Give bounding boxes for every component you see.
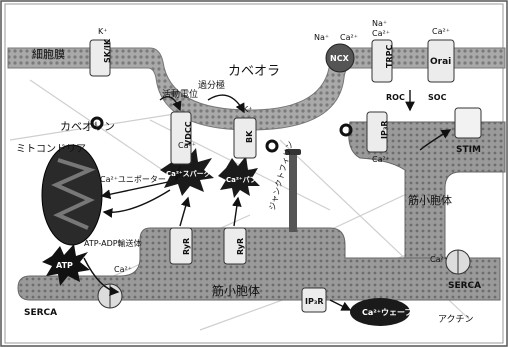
label-ryr-right: RyR xyxy=(236,238,245,255)
ion-ca-serca-left: Ca²⁺ xyxy=(114,265,132,274)
label-caveolin: カベオリン xyxy=(60,120,115,133)
label-ryr-left: RyR xyxy=(182,238,191,255)
label-ca-sparks: Ca²⁺スパーク xyxy=(166,169,211,178)
label-serca-left: SERCA xyxy=(24,308,57,318)
label-ca-puff: Ca²⁺パフ xyxy=(226,175,257,184)
label-bk: BK xyxy=(245,130,254,143)
label-ip3r-main: IP₃R xyxy=(305,297,324,306)
label-sr-right: 筋小胞体 xyxy=(408,193,452,207)
label-cell-membrane: 細胞膜 xyxy=(32,48,65,61)
label-mitochondria: ミトコンドリア xyxy=(16,144,86,155)
label-sr-main: 筋小胞体 xyxy=(212,283,260,298)
label-soc: SOC xyxy=(428,93,447,102)
ion-k-bk: K⁺ xyxy=(243,105,252,114)
label-action-potential: 活動電位 xyxy=(162,88,198,100)
pump-serca-left xyxy=(98,284,122,308)
mitochondrion xyxy=(42,145,102,245)
label-stim: STIM xyxy=(456,145,481,155)
label-caveola: カベオラ xyxy=(228,64,280,79)
label-atp: ATP xyxy=(56,261,73,270)
label-hyperpolarization: 過分極 xyxy=(198,79,225,91)
ion-k-sk: K⁺ xyxy=(98,27,107,36)
label-ca-wave: Ca²⁺ウェーブ xyxy=(362,307,413,317)
ion-ca-ip3r: Ca²⁺ xyxy=(372,155,390,164)
ion-na-ncx: Na⁺ xyxy=(314,33,329,42)
label-sk-ik: SK/IK xyxy=(103,38,112,63)
label-actin: アクチン xyxy=(438,314,474,325)
junctophilin-rod xyxy=(289,152,297,232)
ion-ca-ncx: Ca²⁺ xyxy=(340,33,358,42)
ion-na-trpc: Na⁺ xyxy=(372,19,387,28)
ion-ca-orai: Ca²⁺ xyxy=(432,27,450,36)
label-orai: Orai xyxy=(430,57,451,67)
label-roc: ROC xyxy=(386,93,405,102)
ion-ca-serca-right: Ca²⁺ xyxy=(430,255,448,264)
label-serca-right: SERCA xyxy=(448,281,481,291)
label-trpc: TRPC xyxy=(385,45,394,68)
channel-stim xyxy=(455,108,481,138)
label-ca-uniporter: Ca²⁺ユニポーター xyxy=(100,175,166,184)
pump-serca-right xyxy=(446,250,470,274)
label-ip3r-top: IP₃R xyxy=(380,120,389,139)
ion-ca-trpc: Ca²⁺ xyxy=(372,29,390,38)
label-atp-adp-transporter: ATP-ADP輸送体 xyxy=(84,238,142,248)
ion-ca-vdcc: Ca²⁺ xyxy=(178,141,196,150)
label-ncx: NCX xyxy=(330,54,350,63)
